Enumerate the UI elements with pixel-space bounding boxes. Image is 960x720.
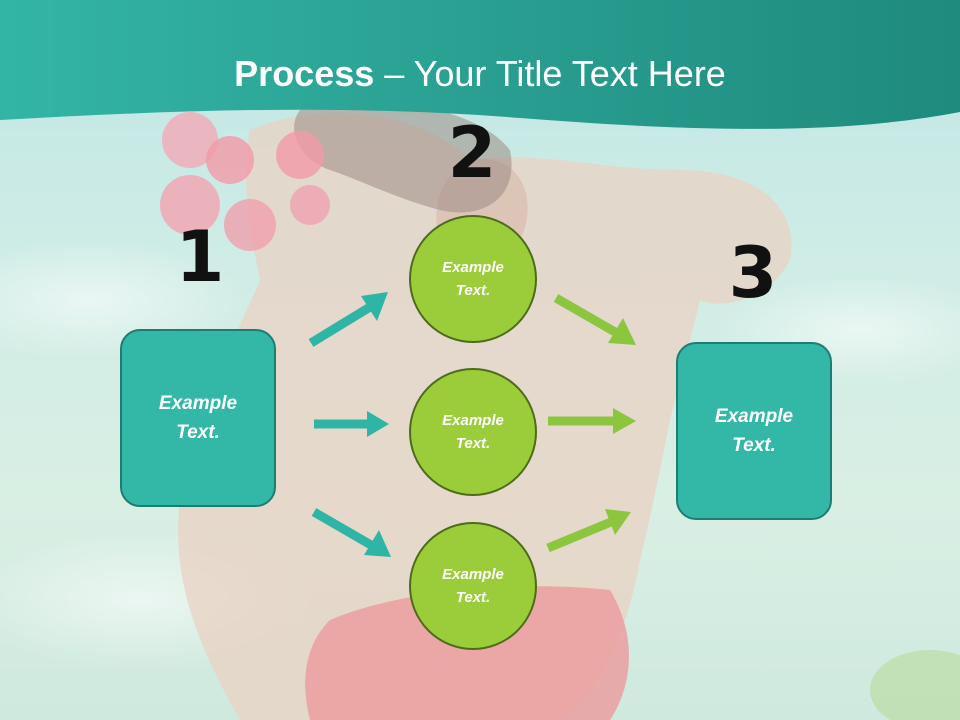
circle-bottom: Example Text. <box>409 522 537 650</box>
circle-bottom-label: Example Text. <box>442 566 504 606</box>
circle-middle-label: Example Text. <box>442 412 504 452</box>
header-banner <box>0 0 960 129</box>
circle-top: Example Text. <box>409 215 537 343</box>
arrow-box-to-bottom-circle <box>311 508 391 557</box>
step-number-2: 2 <box>447 112 497 194</box>
arrow-box-to-middle-circle <box>314 411 389 437</box>
step-number-3: 3 <box>728 232 778 314</box>
step-1-label: Example Text. <box>158 393 238 443</box>
step-3-box: Example Text. <box>676 342 832 520</box>
arrow-bottom-circle-to-box <box>546 509 631 553</box>
step-1-box: Example Text. <box>120 329 276 507</box>
slide-title: Process – Your Title Text Here <box>0 52 960 96</box>
circle-top-label: Example Text. <box>442 259 504 299</box>
title-bold: Process <box>234 53 375 94</box>
step-number-1: 1 <box>175 216 225 298</box>
arrow-middle-circle-to-box <box>548 408 636 434</box>
arrow-box-to-top-circle <box>308 292 388 347</box>
step-3-label: Example Text. <box>714 406 794 456</box>
arrow-top-circle-to-box <box>553 294 636 345</box>
title-rest: – Your Title Text Here <box>374 53 726 94</box>
circle-middle: Example Text. <box>409 368 537 496</box>
